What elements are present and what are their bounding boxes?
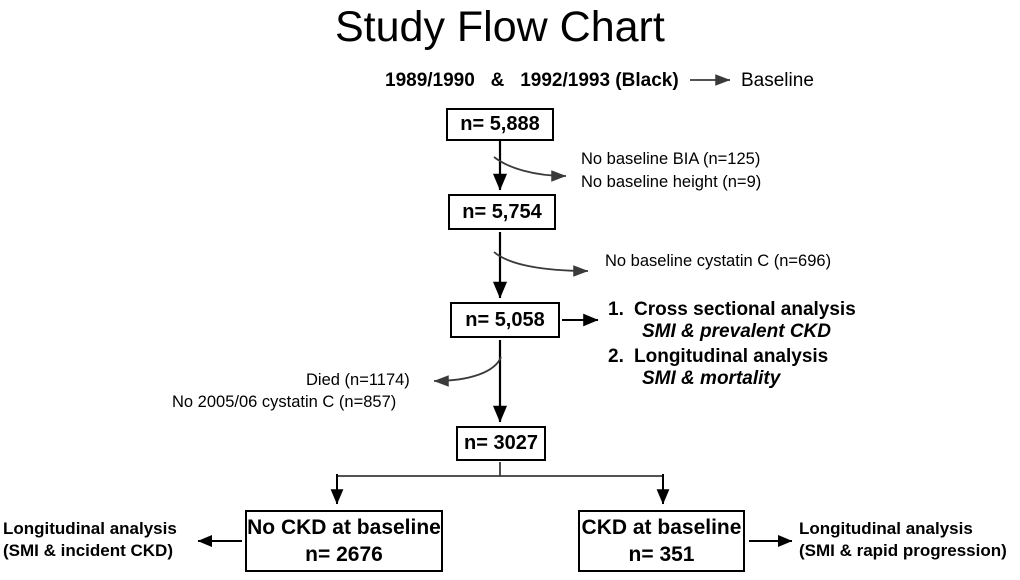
analysis-item-2: 2. Longitudinal analysis [608,346,856,368]
box-no-ckd-at-baseline[interactable]: No CKD at baseline n= 2676 [245,510,443,572]
baseline-label: Baseline [741,70,814,91]
analysis-list: 1. Cross sectional analysis SMI & preval… [608,299,856,390]
box-n-5754[interactable]: n= 5,754 [448,194,556,230]
box-ckd-value: n= 351 [628,543,695,566]
analysis-item-2-subtitle: SMI & mortality [642,368,781,389]
box-n-5888-value: n= 5,888 [460,113,540,135]
outcome-right-analysis: Longitudinal analysis (SMI & rapid progr… [799,518,1007,562]
outcome-right-line-1: Longitudinal analysis [799,519,973,538]
exclusion-2-line-1: No baseline cystatin C (n=696) [605,252,832,270]
outcome-left-analysis: Longitudinal analysis (SMI & incident CK… [3,518,177,562]
analysis-item-1: 1. Cross sectional analysis [608,299,856,321]
analysis-item-1-subtitle: SMI & prevalent CKD [642,321,831,342]
box-n-5058-value: n= 5,058 [465,308,545,331]
exclusion-1-line-1: No baseline BIA (n=125) [581,150,761,168]
analysis-item-2-label: Longitudinal analysis [634,346,829,367]
arrow-exclusion-3 [433,356,502,387]
arrow-exclusion-2 [493,251,589,277]
analysis-item-1-number: 1. [608,299,624,320]
box-no-ckd-value: n= 2676 [305,543,383,566]
box-n-3027-value: n= 3027 [464,432,538,454]
exclusion-3-line-2: No 2005/06 cystatin C (n=857) [172,393,397,411]
box-n-3027[interactable]: n= 3027 [456,426,546,461]
box-no-ckd-title: No CKD at baseline [247,515,441,539]
page-title: Study Flow Chart [335,3,665,51]
box-ckd-at-baseline[interactable]: CKD at baseline n= 351 [578,510,745,572]
box-ckd-title: CKD at baseline [581,515,742,539]
outcome-left-line-1: Longitudinal analysis [3,519,177,538]
outcome-right-line-2: (SMI & rapid progression) [799,540,1007,560]
cohort-years-label: 1989/1990 & 1992/1993 (Black) [385,70,679,91]
analysis-item-1-label: Cross sectional analysis [634,299,856,320]
box-n-5058[interactable]: n= 5,058 [450,302,560,338]
arrow-exclusion-1 [493,156,567,182]
outcome-left-line-2: (SMI & incident CKD) [3,540,173,560]
box-n-5888[interactable]: n= 5,888 [446,108,554,141]
exclusion-3-line-1: Died (n=1174) [306,371,410,389]
exclusion-1-line-2: No baseline height (n=9) [581,173,762,191]
box-n-5754-value: n= 5,754 [462,200,542,223]
analysis-item-2-number: 2. [608,346,624,367]
